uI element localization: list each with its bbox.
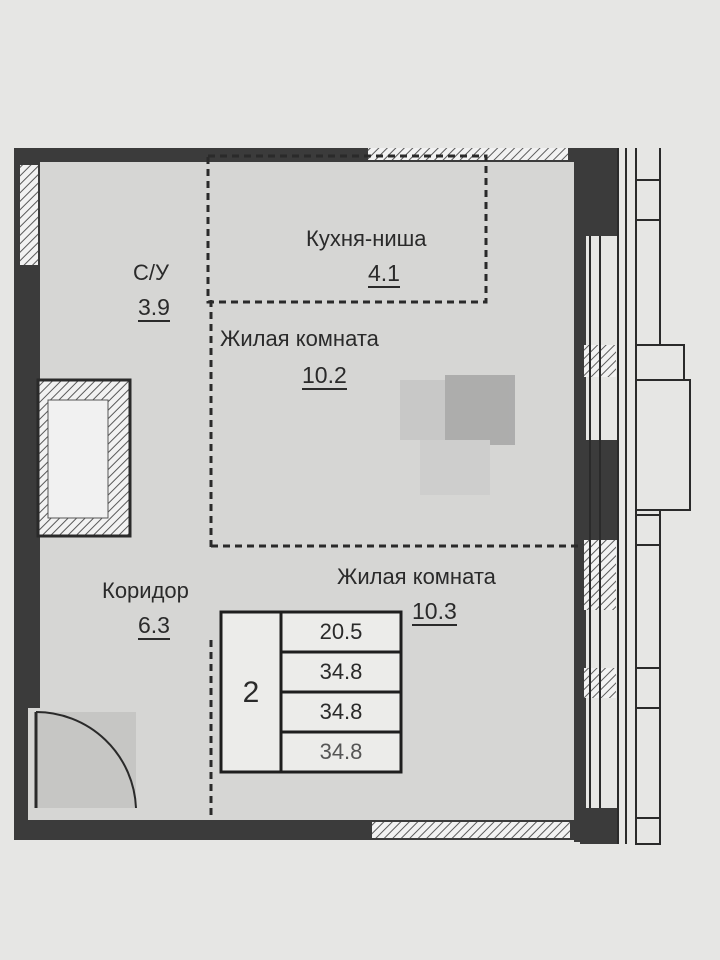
facade-windows (635, 179, 691, 845)
wall-hatch-bottom (372, 822, 570, 838)
table-value-4: 34.8 (319, 739, 363, 764)
facade-pier-1 (580, 148, 618, 236)
kitchen-niche-outline (206, 154, 488, 304)
door-swing-arc (35, 710, 137, 809)
shaft-inner (47, 399, 109, 519)
living-room-lower-area: 10.3 (412, 598, 457, 626)
rooms-count: 2 (242, 676, 260, 709)
kitchen-area: 4.1 (368, 260, 400, 288)
kitchen-name: Кухня-ниша (306, 226, 427, 251)
living-room-upper-area: 10.2 (302, 362, 347, 390)
wall-hatch-top (368, 148, 568, 160)
living-room-upper-name: Жилая комната (220, 326, 379, 351)
wall-hatch-left (20, 165, 38, 265)
wall-left-lower (14, 690, 28, 840)
bathroom-name: С/У (133, 260, 169, 285)
facade-pier-3 (580, 808, 618, 844)
corridor-name: Коридор (102, 578, 189, 603)
living-room-lower-name: Жилая комната (337, 564, 496, 589)
table-value-3: 34.8 (319, 699, 363, 724)
watermark-blot (400, 375, 515, 495)
corridor-area: 6.3 (138, 612, 170, 640)
table-value-2: 34.8 (319, 659, 363, 684)
bathroom-area: 3.9 (138, 294, 170, 322)
table-value-1: 20.5 (319, 619, 363, 644)
door-opening (36, 712, 136, 808)
